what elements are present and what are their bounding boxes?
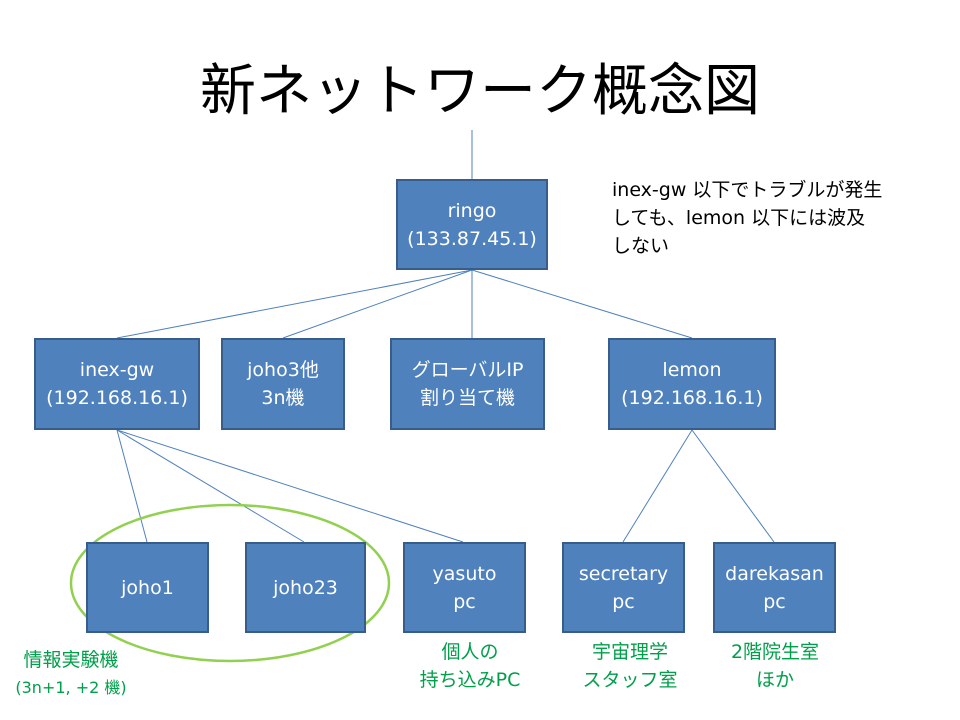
node-darekasan-desc: pc	[763, 590, 786, 613]
node-global-ip-desc: 割り当て機	[419, 387, 515, 409]
node-joho3-desc: 3n機	[261, 387, 305, 409]
caption-personal-line-2: 持ち込みPC	[419, 669, 521, 691]
node-yasuto[interactable]: yasuto pc	[403, 542, 526, 633]
node-joho3[interactable]: joho3他 3n機	[221, 338, 345, 430]
node-lemon[interactable]: lemon (192.168.16.1)	[608, 338, 776, 430]
note-line-2: しても、lemon 以下には波及	[612, 207, 866, 229]
link-lemon-secretary	[622, 429, 693, 543]
node-secretary[interactable]: secretary pc	[562, 542, 685, 633]
node-joho23[interactable]: joho23	[245, 542, 366, 633]
node-darekasan[interactable]: darekasan pc	[713, 542, 836, 633]
node-ringo-ip: (133.87.45.1)	[407, 227, 537, 250]
node-secretary-name: secretary	[578, 562, 669, 585]
link-ringo-inex-gw	[116, 269, 473, 339]
link-ringo-joho3	[282, 269, 473, 339]
node-global-ip-name: グローバルIP	[411, 359, 524, 381]
caption-lab-line-1: 情報実験機	[23, 649, 119, 671]
node-joho1[interactable]: joho1	[86, 542, 209, 633]
node-darekasan-name: darekasan	[725, 562, 824, 585]
caption-lab-line-2: (3n+1, +2 機)	[15, 678, 127, 697]
node-inex-gw[interactable]: inex-gw (192.168.16.1)	[34, 338, 200, 430]
link-inex-gw-joho1	[116, 429, 148, 543]
note-text: inex-gw 以下でトラブルが発生 しても、lemon 以下には波及 しない	[612, 176, 882, 260]
node-global-ip[interactable]: グローバルIP 割り当て機	[390, 338, 545, 430]
node-secretary-desc: pc	[612, 590, 635, 613]
caption-room-line-1: 2階院生室	[730, 641, 820, 663]
node-joho3-name: joho3他	[247, 359, 319, 381]
caption-lab-machines: 情報実験機 (3n+1, +2 機)	[0, 646, 142, 702]
caption-grad-room: 2階院生室 ほか	[704, 638, 846, 694]
caption-personal-line-1: 個人の	[441, 641, 499, 663]
note-line-3: しない	[612, 235, 670, 257]
lab-machines-group-ellipse	[69, 503, 391, 663]
link-inex-gw-yasuto	[116, 429, 464, 543]
node-joho1-name: joho1	[121, 576, 174, 599]
link-lemon-darekasan	[691, 429, 775, 543]
node-ringo-name: ringo	[447, 199, 497, 222]
node-inex-gw-ip: (192.168.16.1)	[46, 387, 188, 409]
slide-title: 新ネットワーク概念図	[200, 59, 760, 124]
caption-staff-line-2: スタッフ室	[582, 669, 678, 691]
node-lemon-name: lemon	[662, 359, 722, 381]
node-joho23-name: joho23	[273, 576, 338, 599]
note-line-1: inex-gw 以下でトラブルが発生	[612, 179, 883, 201]
node-lemon-ip: (192.168.16.1)	[621, 387, 763, 409]
node-ringo[interactable]: ringo (133.87.45.1)	[396, 179, 548, 270]
caption-room-line-2: ほか	[755, 669, 794, 691]
link-inex-gw-joho23	[116, 429, 305, 543]
caption-staff-room: 宇宙理学 スタッフ室	[560, 638, 700, 694]
caption-personal-pc: 個人の 持ち込みPC	[400, 638, 540, 694]
caption-staff-line-1: 宇宙理学	[591, 641, 668, 663]
node-yasuto-name: yasuto	[432, 562, 497, 585]
node-inex-gw-name: inex-gw	[79, 359, 155, 381]
node-yasuto-desc: pc	[453, 590, 476, 613]
link-ringo-lemon	[471, 269, 693, 339]
